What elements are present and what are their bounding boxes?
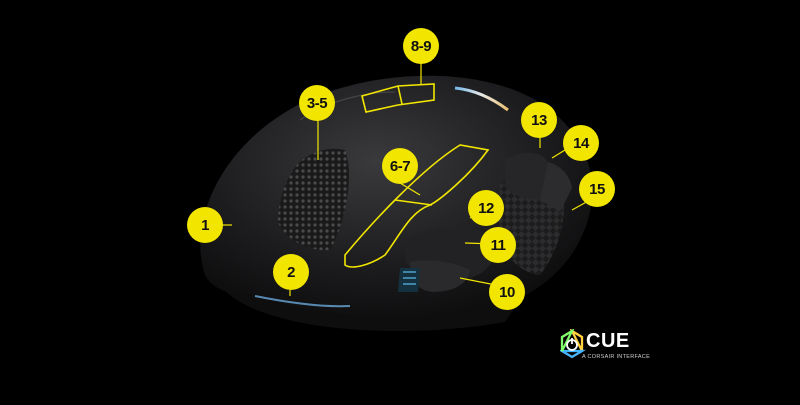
callout-2-label: 2 — [287, 263, 295, 281]
callout-6-7-label: 6-7 — [389, 157, 411, 175]
mouse-base — [220, 285, 520, 331]
callout-13: 13 — [521, 102, 557, 138]
callout-10-label: 10 — [499, 283, 515, 301]
button-outlines — [344, 83, 490, 268]
callout-11: 11 — [480, 227, 516, 263]
outline-6-7 — [344, 144, 490, 268]
callout-6-7: 6-7 — [382, 148, 418, 184]
callout-12: 12 — [468, 190, 504, 226]
cue-logo-icon — [560, 329, 586, 359]
underside-led — [254, 295, 351, 308]
callout-13-label: 13 — [531, 111, 547, 129]
callout-1-label: 1 — [201, 216, 209, 234]
callout-15: 15 — [579, 171, 615, 207]
callout-3-5-label: 3-5 — [306, 94, 328, 112]
callout-12-label: 12 — [478, 199, 494, 217]
callout-11-label: 11 — [490, 236, 506, 254]
cue-logo-text: CUE — [586, 330, 630, 352]
callout-1: 1 — [187, 207, 223, 243]
callout-14: 14 — [563, 125, 599, 161]
callout-8-9: 8-9 — [403, 28, 439, 64]
callout-3-5: 3-5 — [299, 85, 335, 121]
callout-14-label: 14 — [573, 134, 589, 152]
callout-15-label: 15 — [589, 180, 605, 198]
top-led — [454, 86, 509, 112]
callout-8-9-label: 8-9 — [410, 37, 432, 55]
callout-10: 10 — [489, 274, 525, 310]
cue-logo-tagline: A CORSAIR INTERFACE — [582, 354, 651, 360]
callout-2: 2 — [273, 254, 309, 290]
scroll-wheel — [278, 148, 350, 251]
